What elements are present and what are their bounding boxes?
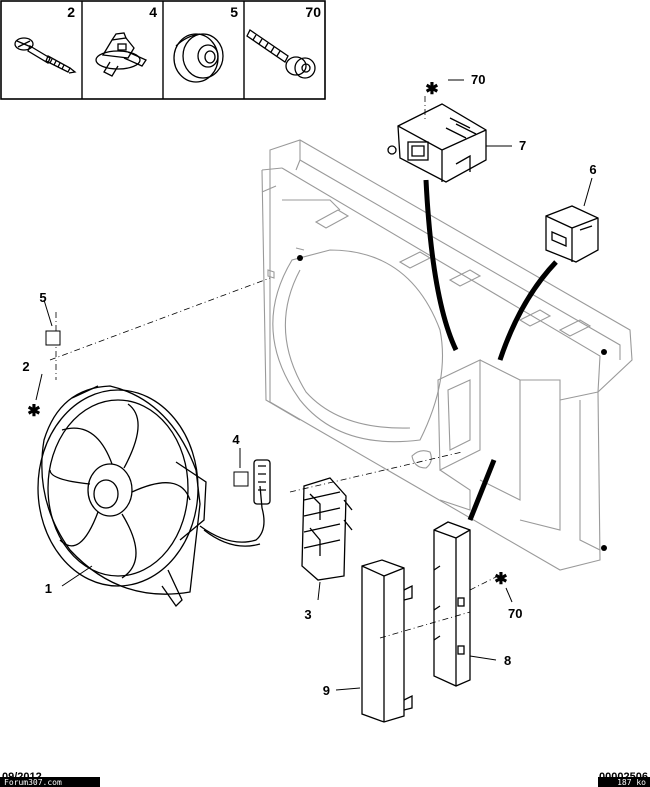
header-ref-5: 5	[230, 4, 238, 20]
loose-fasteners: ✱ ✱ ✱	[27, 81, 507, 588]
callout-70-bottom: 70	[508, 606, 522, 621]
cover-part	[361, 559, 413, 723]
callout-labels: 1 2 3 4 5 6 7 8 9 70 70	[22, 72, 596, 698]
parts-header-table: 2 4 5 70	[0, 0, 326, 100]
fan-frame	[261, 139, 633, 571]
bolt-icon	[246, 29, 316, 79]
callout-9: 9	[323, 683, 330, 698]
callout-7: 7	[519, 138, 526, 153]
resistor-module-part	[387, 103, 487, 183]
screw-marker-icon: ✱	[27, 403, 40, 420]
watermark-bar-right	[598, 777, 650, 787]
cooling-fan	[37, 385, 271, 608]
callout-3: 3	[304, 607, 311, 622]
bolt-marker-icon: ✱	[494, 571, 507, 588]
grommet-symbol	[45, 330, 61, 346]
clip-symbol	[233, 471, 249, 487]
leader-lines	[35, 79, 593, 691]
header-ref-2: 2	[67, 4, 75, 20]
callout-6: 6	[589, 162, 596, 177]
bracket-part	[433, 521, 471, 687]
callout-5: 5	[39, 290, 46, 305]
header-ref-4: 4	[149, 4, 157, 20]
assembly-lines	[49, 96, 503, 639]
relay-part	[545, 205, 599, 263]
callout-8: 8	[504, 653, 511, 668]
watermark-right: 187 ko	[617, 778, 646, 787]
grommet-icon	[173, 33, 224, 83]
watermark-bar-left	[0, 777, 100, 787]
screw-icon	[14, 37, 77, 74]
callout-70-top: 70	[471, 72, 485, 87]
callout-1: 1	[45, 581, 52, 596]
callout-2: 2	[22, 359, 29, 374]
connector-routing	[423, 179, 558, 521]
watermark-left: Forum307.com	[4, 778, 62, 787]
footer: 09/2012 Forum307.com 00002506 187 ko	[0, 771, 650, 787]
callout-4: 4	[232, 432, 240, 447]
resistor-cover-part	[301, 477, 353, 581]
clip-icon	[95, 32, 147, 77]
header-ref-70: 70	[305, 4, 321, 20]
bolt-marker-icon: ✱	[425, 81, 438, 98]
